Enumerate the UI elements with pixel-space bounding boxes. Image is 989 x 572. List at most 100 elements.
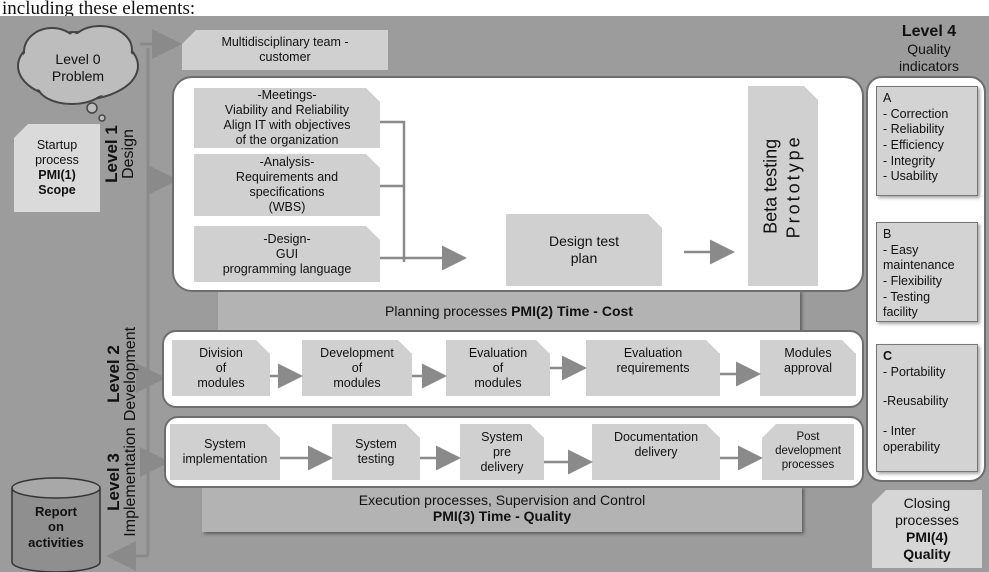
quality-c-spacer — [883, 410, 971, 424]
design-title: -Design- — [263, 231, 311, 246]
quality-a-item: - Efficiency — [883, 137, 944, 152]
planning-band: Planning processes PMI(2) Time - Cost — [218, 290, 800, 334]
dev-box-evaluation-line2: of — [492, 360, 504, 375]
design-test-plan-box: Design test plan — [506, 214, 662, 286]
analysis-line3: specifications — [249, 185, 325, 199]
impl-box-post-development: Post development processes — [762, 424, 854, 480]
design-line3: programming language — [222, 261, 352, 276]
startup-process-box: Startup process PMI(1) Scope — [14, 124, 100, 212]
dev-box-evaluation-requirements: Evaluation requirements — [586, 340, 720, 396]
quality-a-item: - Usability — [883, 169, 938, 184]
startup-scope: Scope — [38, 183, 76, 197]
startup-line1: Startup — [36, 138, 78, 152]
dev-box-approval: Modules approval — [760, 340, 856, 396]
impl-box-testing-line1: System — [355, 437, 397, 451]
dev-box-division: Division of modules — [172, 340, 270, 396]
closing-line1: Closing — [903, 495, 951, 512]
quality-b-item: - Testing — [883, 289, 931, 304]
top-caption: including these elements: — [2, 0, 196, 19]
level4-header: Level 4 Quality indicators — [874, 22, 984, 75]
dev-box-eval-req-line2: requirements — [616, 361, 690, 375]
dev-box-development-line2: of — [351, 360, 363, 375]
quality-a-item: - Integrity — [883, 153, 936, 168]
planning-text: Planning processes — [385, 303, 512, 319]
problem-label: Problem — [51, 68, 105, 84]
report-activities: Report on activities — [14, 500, 98, 554]
meetings-box: -Meetings- Viability and Reliability Ali… — [194, 88, 380, 148]
meetings-line3: Align IT with objectives — [223, 118, 351, 132]
dev-box-evaluation-line1: Evaluation — [468, 345, 528, 360]
quality-c-item: - Portability — [883, 364, 946, 379]
impl-box-documentation-line2: delivery — [634, 445, 678, 459]
closing-processes-box: Closing processes PMI(4) Quality — [872, 490, 982, 568]
impl-box-system-implementation: System implementation — [170, 424, 280, 480]
level0-problem: Level 0 Problem — [30, 44, 126, 92]
impl-box-post-line1: Post — [796, 431, 820, 444]
impl-box-system-testing: System testing — [332, 424, 420, 480]
impl-box-testing-line2: testing — [357, 452, 395, 466]
design-test-line1: Design test — [548, 233, 620, 250]
quality-a-box: A - Correction - Reliability - Efficienc… — [876, 86, 978, 196]
impl-box-documentation-delivery: Documentation delivery — [592, 424, 720, 480]
analysis-title: -Analysis- — [259, 155, 315, 169]
report-line2: on — [48, 519, 64, 535]
level4-title: Level 4 — [901, 23, 957, 40]
dev-box-eval-req-line1: Evaluation — [623, 346, 683, 360]
execution-line1: Execution processes, Supervision and Con… — [358, 492, 646, 508]
quality-b-item: facility — [883, 305, 918, 320]
execution-pmi: PMI(3) Time - Quality — [432, 508, 572, 524]
impl-box-predelivery-line3: delivery — [480, 459, 524, 474]
dev-box-evaluation: Evaluation of modules — [446, 340, 550, 396]
impl-box-implementation-line1: System — [204, 437, 246, 451]
quality-b-box: B - Easy maintenance - Flexibility - Tes… — [876, 222, 978, 322]
dev-box-development: Development of modules — [302, 340, 412, 396]
dev-box-division-line1: Division — [199, 345, 243, 360]
quality-b-head: B — [883, 227, 892, 241]
quality-c-head: C — [883, 349, 893, 363]
analysis-line2: Requirements and — [235, 170, 339, 184]
quality-c-item: - Inter — [883, 423, 916, 438]
closing-line2: processes — [895, 512, 959, 529]
design-test-line2: plan — [570, 250, 598, 266]
impl-box-predelivery-line1: System — [481, 429, 523, 444]
beta-testing-box: Beta testing Prototype — [748, 86, 818, 286]
design-line2: GUI — [275, 246, 299, 261]
quality-c-spacer — [883, 380, 971, 394]
dev-box-approval-line1: Modules — [784, 346, 832, 360]
analysis-box: -Analysis- Requirements and specificatio… — [194, 154, 380, 216]
quality-b-item: - Flexibility — [883, 273, 943, 288]
impl-box-system-pre-delivery: System pre delivery — [460, 424, 544, 480]
meetings-line2: Viability and Reliability — [224, 103, 350, 117]
quality-c-item: operability — [883, 439, 940, 454]
startup-pmi: PMI(1) — [38, 168, 76, 182]
impl-box-post-line3: processes — [781, 458, 835, 471]
impl-box-documentation-line1: Documentation — [613, 430, 699, 444]
execution-band: Execution processes, Supervision and Con… — [202, 486, 802, 532]
closing-pmi: PMI(4) — [906, 529, 948, 545]
impl-box-implementation-line2: implementation — [182, 452, 268, 466]
dev-box-development-line3: modules — [333, 375, 381, 390]
meetings-title: -Meetings- — [257, 88, 317, 102]
team-line2: customer — [259, 50, 311, 64]
closing-quality: Quality — [903, 545, 951, 562]
quality-a-item: - Correction — [883, 106, 949, 121]
report-line1: Report — [35, 503, 77, 519]
quality-c-box: C - Portability -Reusability - Inter ope… — [876, 344, 978, 472]
team-line1: Multidisciplinary team - — [221, 35, 349, 49]
quality-b-item: maintenance — [883, 258, 955, 273]
analysis-line4: (WBS) — [268, 200, 306, 214]
dev-box-division-line2: of — [215, 360, 227, 375]
level4-line2: indicators — [899, 57, 959, 74]
report-line3: activities — [28, 534, 84, 550]
level4-line1: Quality — [907, 41, 951, 58]
dev-box-division-line3: modules — [197, 375, 245, 390]
level0-label: Level 0 — [55, 51, 101, 68]
dev-box-development-line1: Development — [320, 345, 394, 360]
team-box: Multidisciplinary team - customer — [182, 30, 388, 70]
impl-box-post-line2: development — [775, 445, 841, 458]
startup-line2: process — [35, 153, 79, 167]
